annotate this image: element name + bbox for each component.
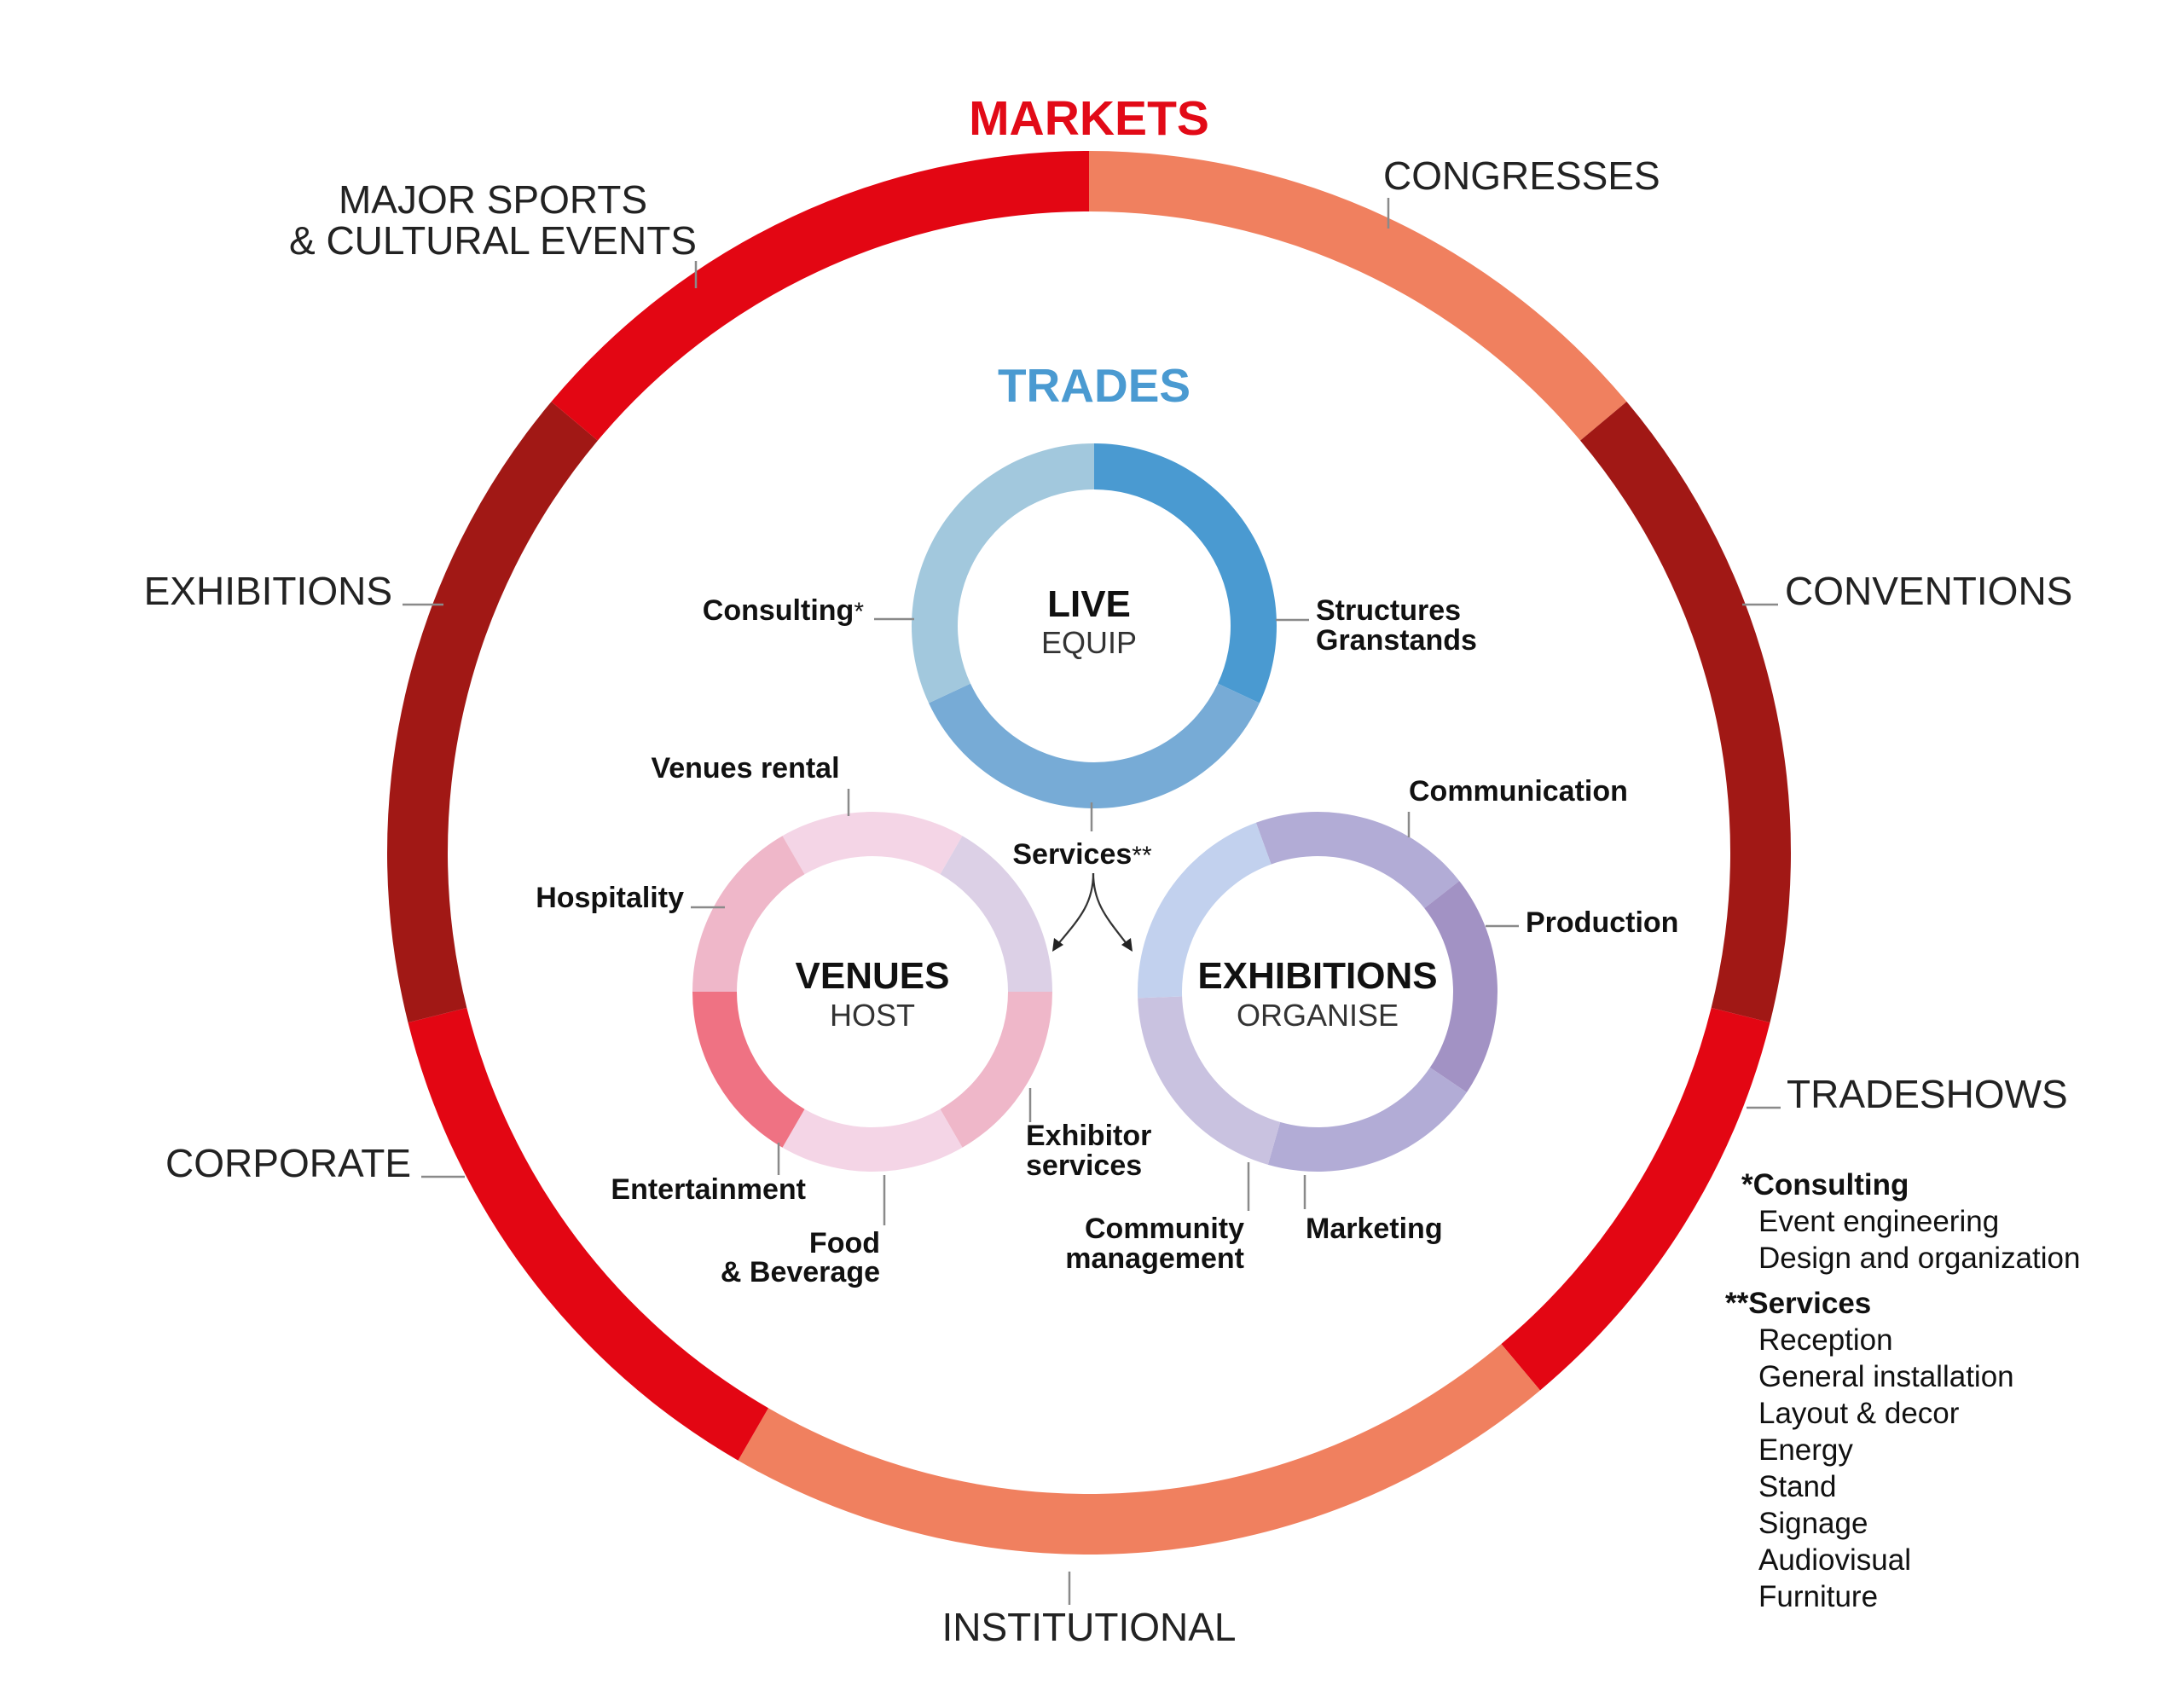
label-institutional: INSTITUTIONAL <box>941 1605 1236 1649</box>
label-community: Community <box>1085 1213 1244 1245</box>
note-services-item: Stand <box>1758 1470 1836 1503</box>
label-conventions: CONVENTIONS <box>1785 569 2072 613</box>
label-beverage: & Beverage <box>721 1256 880 1288</box>
note-services-item: Furniture <box>1758 1580 1878 1613</box>
trades-title: TRADES <box>998 359 1190 412</box>
venues-subtitle: HOST <box>830 998 915 1033</box>
live-segment-services <box>929 683 1260 808</box>
note-services-item: General installation <box>1758 1360 2014 1393</box>
exhibitions-ring <box>1138 812 1498 1172</box>
live-segment-consulting <box>912 443 1094 703</box>
label-services: Services** <box>1012 838 1152 871</box>
label-communication: Communication <box>1409 775 1628 808</box>
segment-institutional <box>738 1344 1541 1555</box>
exhibitions-segment-blue <box>1138 822 1272 999</box>
exhibitions-segment-community <box>1138 996 1281 1165</box>
segment-corporate <box>408 1007 768 1461</box>
note-services-item: Reception <box>1758 1323 1893 1357</box>
label-entertainment: Entertainment <box>611 1173 806 1206</box>
note-consulting-title: *Consulting <box>1741 1168 1909 1201</box>
live-subtitle: EQUIP <box>1041 625 1137 660</box>
venues-ring <box>692 811 1052 1172</box>
venues-segment-food-beverage <box>782 1109 963 1172</box>
exhibitions-segment-marketing <box>1267 1067 1467 1172</box>
markets-ring <box>387 151 1792 1555</box>
venues-title: VENUES <box>796 955 950 997</box>
note-consulting-item: Event engineering <box>1758 1205 1999 1238</box>
note-consulting-item: Design and organization <box>1758 1242 2080 1275</box>
exhibitions-subtitle: ORGANISE <box>1237 998 1399 1033</box>
segment-congresses <box>1089 151 1627 441</box>
note-services-item: Layout & decor <box>1758 1397 1960 1430</box>
note-services-item: Audiovisual <box>1758 1543 1911 1577</box>
segment-tradeshows <box>1501 1007 1770 1391</box>
arrowhead-venues <box>1052 938 1063 952</box>
label-granstands: Granstands <box>1316 624 1477 657</box>
label-hospitality: Hospitality <box>536 882 684 914</box>
label-tradeshows: TRADESHOWS <box>1787 1072 2068 1116</box>
label-consulting: Consulting* <box>703 594 865 627</box>
segment-major-sports <box>551 151 1089 441</box>
venues-segment-entertainment <box>692 992 805 1148</box>
label-venues-rental: Venues rental <box>651 752 839 785</box>
exhibitions-title: EXHIBITIONS <box>1197 955 1437 997</box>
label-exhibitions: EXHIBITIONS <box>144 569 392 613</box>
label-corporate: CORPORATE <box>165 1141 411 1185</box>
markets-title: MARKETS <box>969 91 1209 146</box>
services-arrows <box>1052 872 1133 952</box>
label-exhibitor-services: services <box>1026 1149 1142 1182</box>
live-segment-structures <box>1094 443 1277 703</box>
label-production: Production <box>1526 906 1678 939</box>
label-marketing: Marketing <box>1306 1213 1443 1245</box>
segment-conventions <box>1580 401 1792 1023</box>
label-structures: Structures <box>1316 594 1461 627</box>
label-food: Food <box>809 1227 880 1259</box>
venues-segment-lilac <box>940 836 1052 992</box>
label-community-management: management <box>1065 1242 1244 1275</box>
exhibitions-segment-production <box>1424 881 1498 1092</box>
notes: *Consulting Event engineering Design and… <box>1725 1168 2080 1613</box>
arrow-to-venues <box>1057 872 1095 946</box>
label-exhibitor: Exhibitor <box>1026 1120 1151 1152</box>
note-services-item: Energy <box>1758 1433 1853 1467</box>
note-services-item: Signage <box>1758 1507 1868 1540</box>
arrow-to-exhibitions <box>1092 872 1128 946</box>
arrowhead-exhibitions <box>1121 938 1133 952</box>
live-ring <box>912 443 1277 808</box>
venues-segment-exhibitor-services <box>940 992 1052 1148</box>
live-title: LIVE <box>1047 583 1131 625</box>
venues-segment-hospitality <box>692 836 805 992</box>
label-congresses: CONGRESSES <box>1383 153 1660 198</box>
label-major-sports: MAJOR SPORTS <box>339 177 647 222</box>
note-services-title: **Services <box>1725 1287 1871 1320</box>
segment-exhibitions <box>387 401 598 1023</box>
exhibitions-segment-communication <box>1255 812 1460 909</box>
label-cultural-events: & CULTURAL EVENTS <box>289 218 697 263</box>
venues-segment-rental <box>782 811 963 875</box>
